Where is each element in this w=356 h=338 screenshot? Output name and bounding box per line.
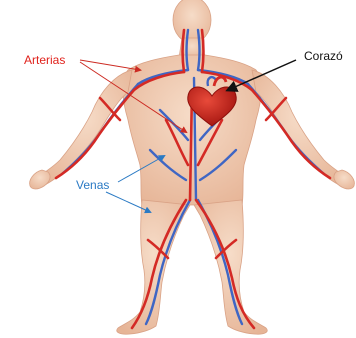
label-arterias: Arterias [24, 53, 65, 67]
label-corazon: Corazó [304, 49, 343, 63]
label-venas: Venas [76, 178, 109, 192]
